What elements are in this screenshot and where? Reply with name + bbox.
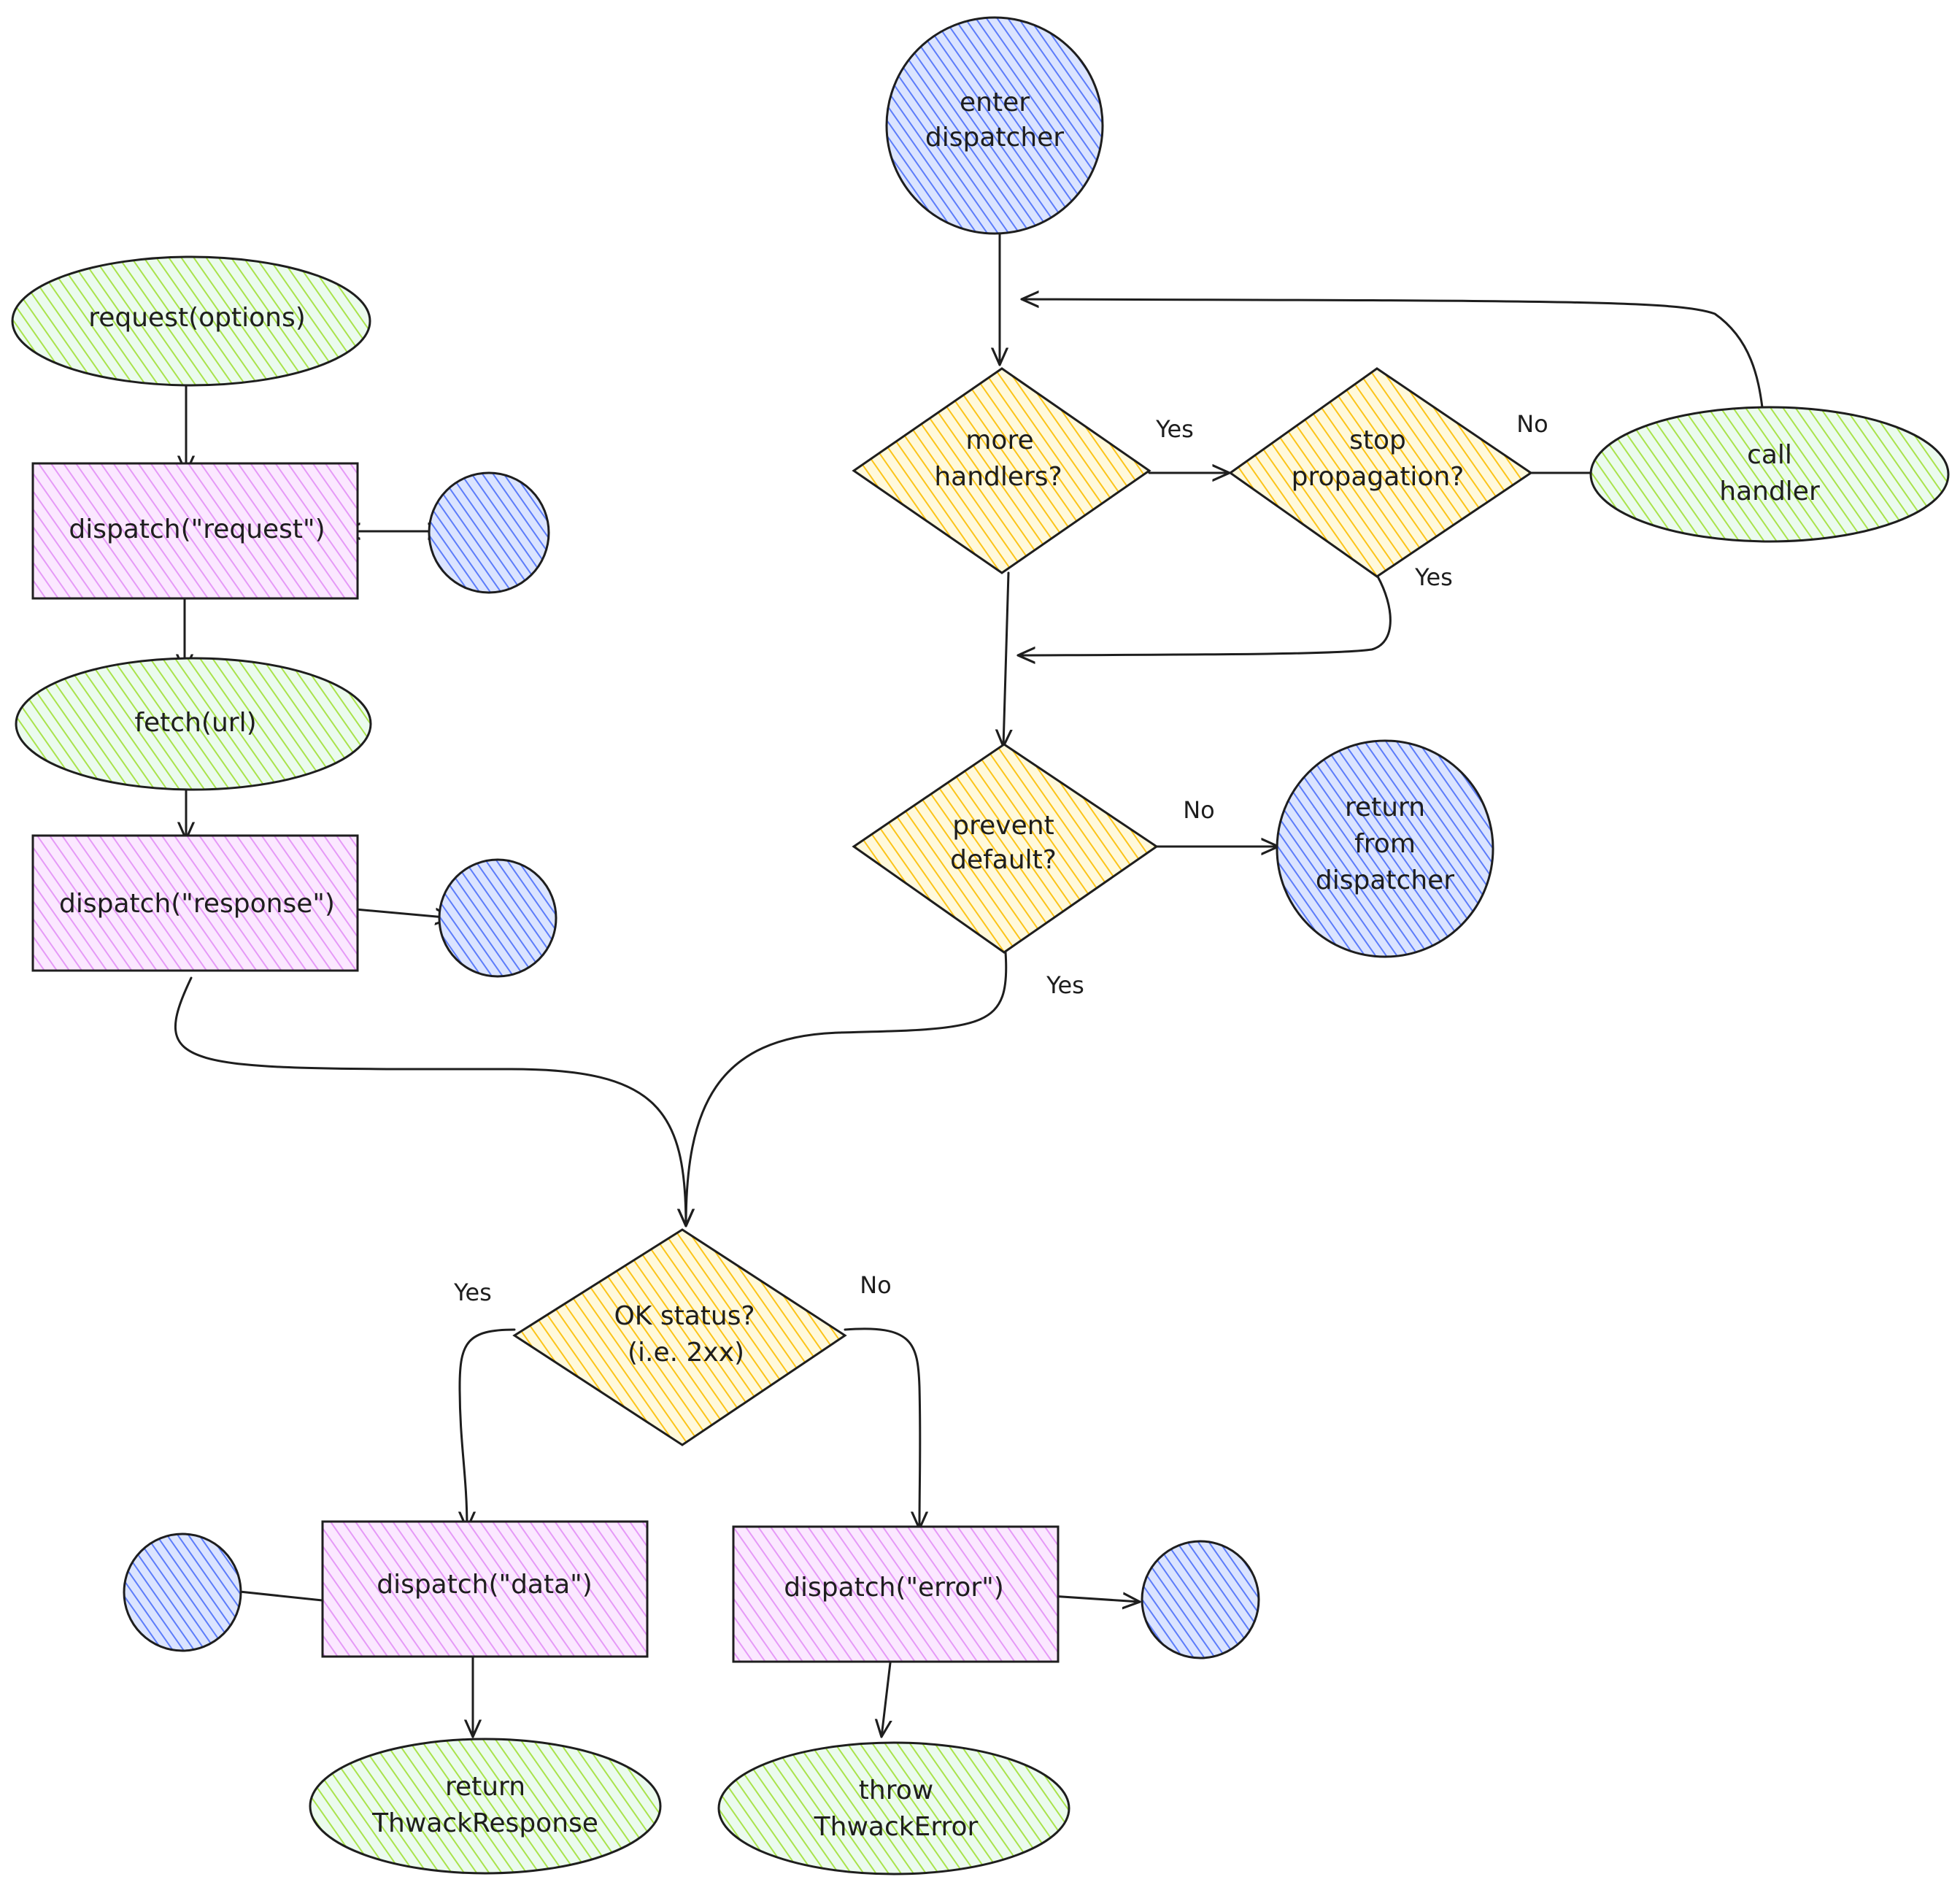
node-request-options-label: request(options) xyxy=(88,303,306,333)
node-ok-status-line2: (i.e. 2xx) xyxy=(628,1338,744,1368)
node-call-handler: call handler xyxy=(1589,406,1950,543)
node-fetch-url: fetch(url) xyxy=(15,657,372,791)
node-ok-status-line1: OK status? xyxy=(614,1301,755,1331)
node-stop-propagation-line1: stop xyxy=(1349,425,1406,455)
node-prevent-default-line1: prevent xyxy=(952,811,1054,841)
node-stop-propagation: stop propagation? xyxy=(1228,367,1533,578)
edge-label-prevent-no: No xyxy=(1183,796,1215,824)
node-dispatch-data: dispatch("data") xyxy=(321,1520,649,1658)
node-dispatch-error-hook-circle xyxy=(1141,1540,1260,1659)
node-return-from-dispatcher-line3: dispatcher xyxy=(1316,865,1454,895)
node-dispatch-data-hook-circle xyxy=(123,1532,242,1652)
edge-label-stop-no: No xyxy=(1516,410,1548,438)
node-return-from-dispatcher: return from dispatcher xyxy=(1276,739,1494,958)
node-more-handlers: more handlers? xyxy=(852,367,1151,574)
node-fetch-url-label: fetch(url) xyxy=(134,708,256,738)
edge-labels: Yes No Yes No Yes Yes No xyxy=(453,410,1548,1306)
node-prevent-default-line2: default? xyxy=(950,845,1057,875)
node-dispatch-request-label: dispatch("request") xyxy=(69,514,325,544)
node-dispatch-request: dispatch("request") xyxy=(31,462,359,600)
node-return-from-dispatcher-line2: from xyxy=(1354,829,1416,859)
edge-label-stop-yes: Yes xyxy=(1414,563,1453,591)
nodes: request(options) dispatch("request") fet… xyxy=(11,16,1950,1875)
edge-dispatch-response-to-ok-status xyxy=(174,976,686,1226)
node-throw-thwack-error: throw ThwackError xyxy=(717,1741,1070,1875)
node-request-options: request(options) xyxy=(11,255,371,387)
node-return-thwack-response: return ThwackResponse xyxy=(309,1738,662,1875)
node-return-thwack-response-line1: return xyxy=(445,1772,525,1802)
node-enter-dispatcher: enter dispatcher xyxy=(885,16,1104,235)
node-call-handler-line1: call xyxy=(1747,440,1792,470)
node-dispatch-request-hook-circle xyxy=(428,471,550,594)
node-dispatch-response-label: dispatch("response") xyxy=(59,889,335,919)
edge-label-prevent-yes: Yes xyxy=(1046,971,1084,999)
edge-prevent-yes-to-ok-status xyxy=(686,951,1008,1226)
node-call-handler-line2: handler xyxy=(1719,477,1820,506)
node-return-from-dispatcher-line1: return xyxy=(1345,793,1425,822)
edges xyxy=(174,225,1764,1737)
node-more-handlers-line1: more xyxy=(965,425,1033,455)
edge-stop-yes-merge xyxy=(1018,575,1392,655)
node-dispatch-response: dispatch("response") xyxy=(31,834,359,972)
node-return-thwack-response-line2: ThwackResponse xyxy=(371,1808,598,1838)
node-ok-status: OK status? (i.e. 2xx) xyxy=(512,1228,847,1446)
node-dispatch-error-label: dispatch("error") xyxy=(784,1573,1004,1603)
edge-more-to-prevent xyxy=(1003,571,1008,747)
node-prevent-default: prevent default? xyxy=(852,743,1159,954)
node-enter-dispatcher-line2: dispatcher xyxy=(925,123,1064,153)
node-dispatch-response-hook-circle xyxy=(438,858,557,978)
edge-label-ok-no: No xyxy=(860,1271,892,1299)
node-more-handlers-line2: handlers? xyxy=(934,462,1062,492)
node-dispatch-data-label: dispatch("data") xyxy=(377,1570,593,1600)
node-enter-dispatcher-line1: enter xyxy=(960,88,1030,117)
edge-label-ok-yes: Yes xyxy=(453,1279,492,1306)
edge-call-handler-loop-back xyxy=(1022,299,1764,409)
node-stop-propagation-line2: propagation? xyxy=(1292,462,1465,492)
edge-label-more-yes: Yes xyxy=(1155,415,1194,443)
node-throw-thwack-error-line1: throw xyxy=(859,1776,933,1805)
node-throw-thwack-error-line2: ThwackError xyxy=(814,1812,979,1842)
node-dispatch-error: dispatch("error") xyxy=(732,1525,1060,1663)
edge-ok-yes-to-dispatch-data xyxy=(460,1328,516,1529)
edge-ok-no-to-dispatch-error xyxy=(844,1327,920,1529)
